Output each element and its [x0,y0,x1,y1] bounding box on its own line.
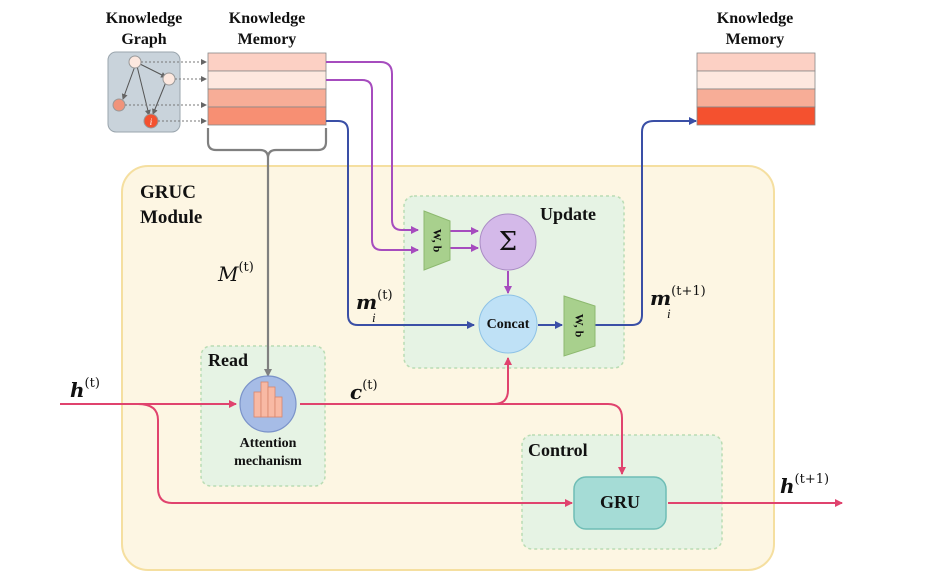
updated-memory-symbol: m(t+1) [650,284,706,310]
graph-node [128,55,142,69]
read-title: Read [208,350,248,370]
h-to-gru-arrow [137,403,573,507]
memory-read-symbol-base: M [218,262,239,286]
attention-label-line1: Attention [239,436,297,451]
knowledge-memory-right-title-line2: Memory [725,31,785,48]
knowledge-memory-right-title-line1: Knowledge [716,10,794,27]
gru-unit [573,476,667,530]
update-weight-trapezoid [423,210,451,271]
memory-row [207,70,327,90]
updated-memory-symbol-sup: (t+1) [671,284,706,300]
memory-row [696,70,816,90]
knowledge-graph-title-line2: Graph [121,31,167,48]
update-weight-label: W, b [430,228,445,253]
hidden-input-symbol-sup: (t) [84,376,100,392]
memory-row-symbol-sup: (t) [377,288,393,304]
updated-memory-symbol-base: m [650,286,672,310]
context-symbol-base: c [350,380,363,404]
memory-row [207,106,327,126]
memory-read-symbol-sup: (t) [238,260,254,276]
memory-brace [206,128,328,159]
c-to-gru-arrow [420,403,626,475]
hidden-input-symbol-base: h [70,378,85,402]
updated-memory-symbol-sub: i [667,306,671,321]
knowledge-memory-left-title-line2: Memory [237,31,297,48]
memory-row-symbol-base: m [356,290,378,314]
memory-row [696,52,816,72]
attention-label-line2: mechanism [234,454,302,469]
knowledge-memory-right [696,52,816,126]
context-symbol-sup: (t) [362,378,378,394]
module-title-line2: Module [140,207,203,228]
memory-row [207,88,327,108]
knowledge-memory-right-title: Knowledge Memory [700,8,810,50]
context-symbol: c(t) [350,378,378,404]
attention-bars-icon [253,381,283,418]
hidden-input-symbol: h(t) [70,376,100,402]
output-weight-trapezoid [563,295,596,357]
memory-to-update-arrow-1 [326,61,419,234]
graph-node [162,72,176,86]
hidden-output-symbol-base: h [780,474,795,498]
knowledge-memory-left [207,52,327,126]
memory-read-symbol: M(t) [218,260,254,286]
concat-label: Concat [486,317,530,332]
knowledge-graph-title-line1: Knowledge [105,10,183,27]
output-weight-label: W, b [572,313,587,338]
sum-node [479,213,537,271]
update-title: Update [540,204,597,224]
module-title: GRUC Module [140,180,202,230]
memory-row [696,88,816,108]
graph-to-memory-links [125,59,207,124]
knowledge-graph-title: Knowledge Graph [92,8,196,50]
memory-row-symbol-sub: i [372,310,376,325]
control-title: Control [528,440,588,460]
hidden-output-symbol: h(t+1) [780,472,830,498]
knowledge-memory-left-title-line1: Knowledge [228,10,306,27]
memory-row [696,106,816,126]
graph-node-i-label: i [150,117,153,127]
memory-row [207,52,327,72]
knowledge-memory-left-title: Knowledge Memory [212,8,322,50]
concat-node [478,294,538,354]
attention-label: Attention mechanism [218,435,318,471]
hidden-output-symbol-sup: (t+1) [794,472,830,488]
memory-row-symbol: m(t) [356,288,393,314]
sum-symbol: Σ [498,227,518,257]
graph-node [112,98,126,112]
memory-to-concat-arrow [326,120,475,329]
module-title-line1: GRUC [140,182,196,203]
gru-label: GRU [600,492,640,512]
memory-to-update-arrow-2 [326,79,419,254]
update-to-memory-arrow [595,117,697,326]
knowledge-graph-panel [107,51,181,133]
